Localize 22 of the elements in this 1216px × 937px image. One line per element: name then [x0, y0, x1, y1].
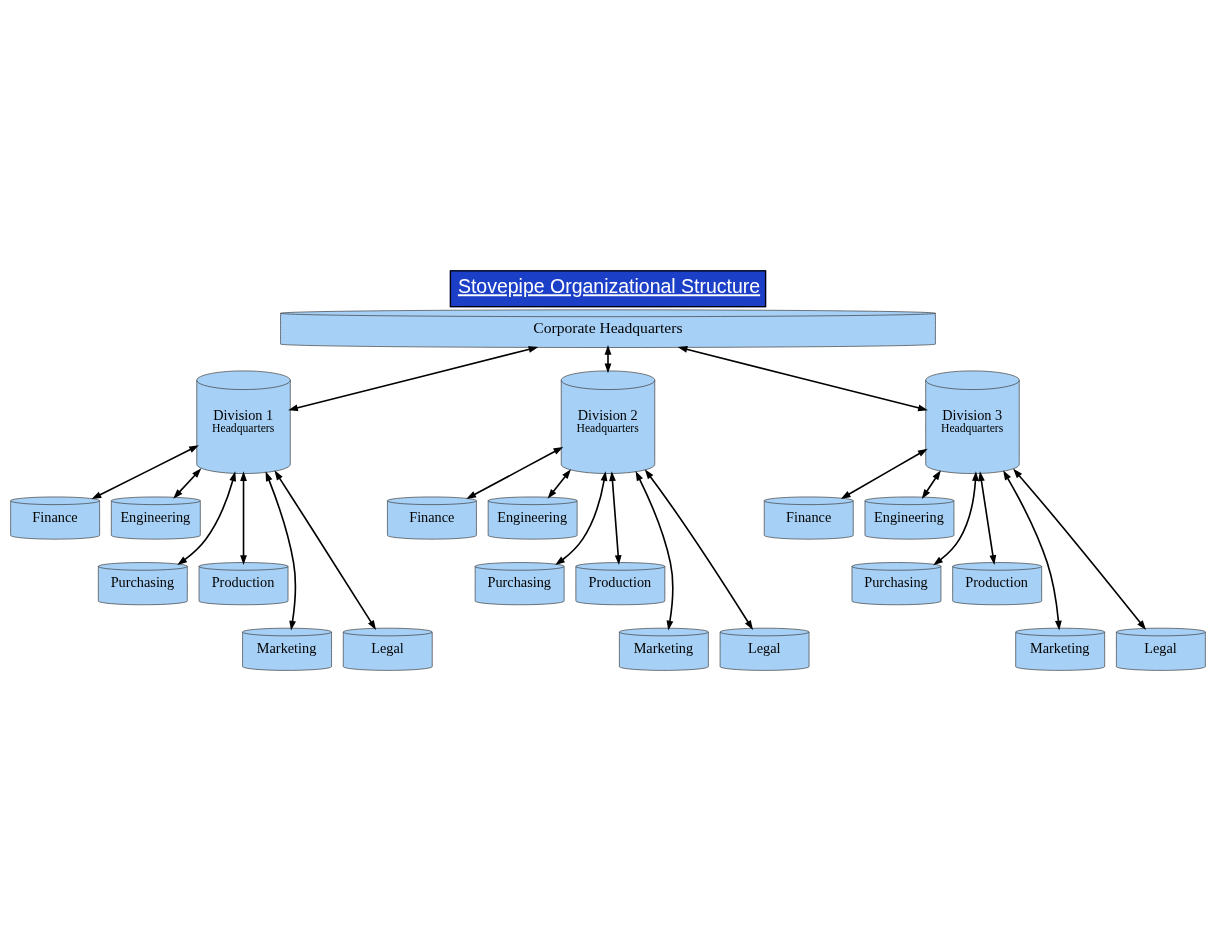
arrow [609, 470, 622, 565]
arrow [466, 446, 564, 499]
arrow [978, 470, 997, 565]
arrow [91, 444, 199, 499]
arrow [240, 470, 247, 565]
arrow [547, 468, 571, 499]
arrow [677, 345, 928, 411]
arrow [1003, 469, 1062, 630]
arrow [635, 470, 674, 630]
arrow [921, 469, 941, 499]
arrow [933, 470, 979, 565]
arrow [555, 470, 608, 565]
diagram-title: Stovepipe Organizational Structure [457, 274, 761, 297]
arrow [604, 344, 612, 373]
arrow [173, 467, 202, 499]
arrow [644, 468, 754, 630]
arrow [1013, 468, 1147, 630]
arrow [274, 469, 377, 630]
arrow [265, 470, 297, 631]
arrow [177, 470, 236, 565]
arrow [840, 448, 928, 499]
arrow [288, 345, 539, 411]
